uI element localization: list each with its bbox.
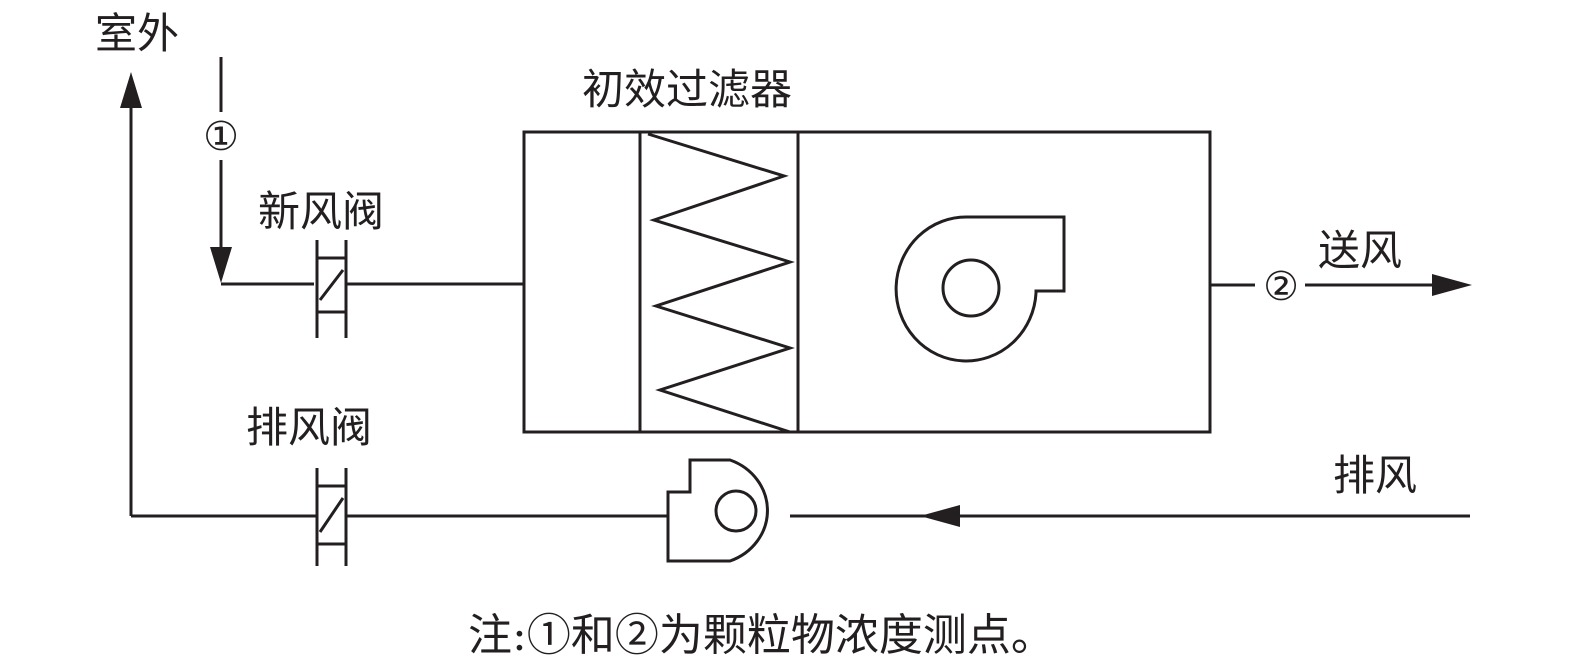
fresh-air-damper-label: 新风阀 xyxy=(258,187,384,236)
exhaust-fan-icon xyxy=(666,458,769,563)
air-handling-unit xyxy=(522,130,1212,434)
filter-element xyxy=(647,132,795,434)
point-1-marker: ① xyxy=(203,114,239,160)
primary-filter-label: 初效过滤器 xyxy=(582,65,792,114)
outdoor-label: 室外 xyxy=(95,9,179,58)
exhaust-damper-symbol xyxy=(315,468,348,566)
exhaust-air-label: 排风 xyxy=(1333,451,1417,500)
measuring-point-1: ① xyxy=(197,112,245,160)
exhaust-damper-label: 排风阀 xyxy=(246,403,372,452)
point-2-marker: ② xyxy=(1263,264,1299,310)
fresh-air-intake-line xyxy=(210,57,524,286)
supply-fan-icon xyxy=(894,215,1066,363)
fresh-air-damper-symbol xyxy=(315,240,348,338)
supply-air-label: 送风 xyxy=(1318,226,1402,275)
exhaust-air-line xyxy=(131,505,1470,527)
exhaust-outlet-line xyxy=(120,72,142,516)
intake-down-arrow xyxy=(210,247,232,283)
supply-arrow xyxy=(1432,274,1472,296)
exhaust-up-arrow xyxy=(120,72,142,108)
footnote: 注:①和②为颗粒物浓度测点。 xyxy=(468,610,1055,661)
supply-air-line xyxy=(1210,274,1472,296)
